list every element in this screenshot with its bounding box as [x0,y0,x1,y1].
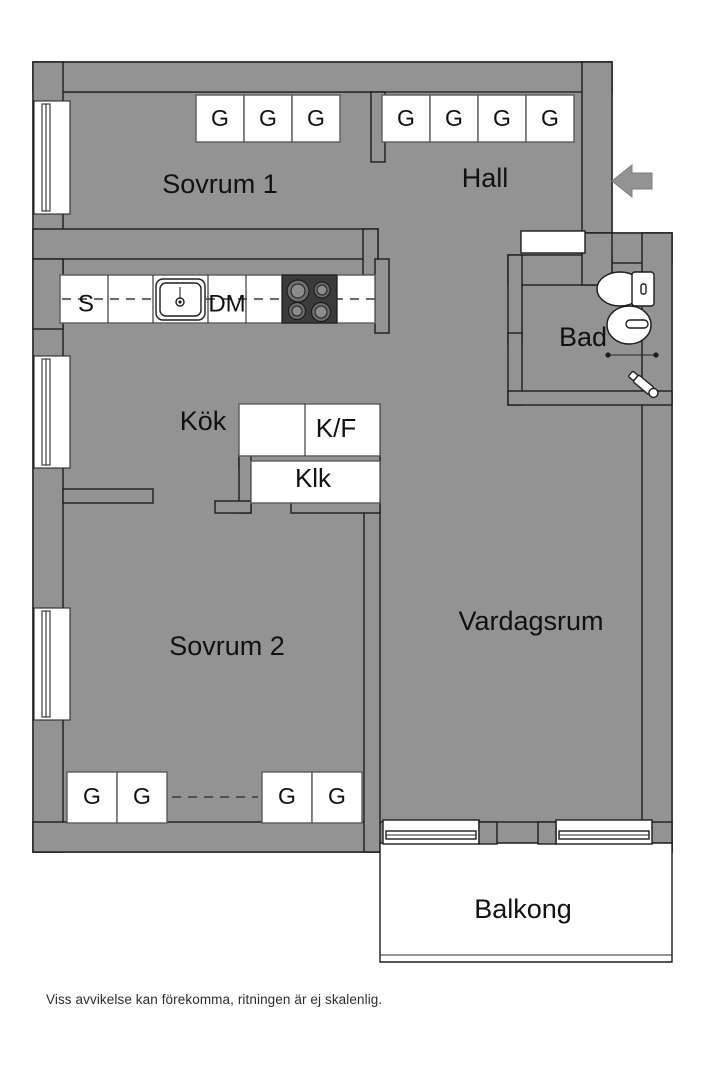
wall-top [32,61,613,93]
closet-g [311,771,363,824]
closet-g [195,94,245,143]
bathroom-group: Bad [520,230,659,399]
wall-bath-bottom [507,390,673,406]
wall-kitchen-right [374,258,390,334]
closets-sovrum1: G G G [195,94,341,143]
balcony-pier-right [537,821,557,845]
toilet-icon [596,271,655,307]
kitchen-counter-run: S DM [59,274,376,324]
wall-sovrum1-bottom [32,228,379,260]
closet-g [116,771,168,824]
closet-label: G [133,783,151,809]
room-label-sovrum2: Sovrum 2 [169,631,285,661]
room-labels: Sovrum 1 Hall Kök Sovrum 2 Vardagsrum [162,163,603,661]
closet-label: G [211,105,229,131]
room-label-hall: Hall [462,163,509,193]
closet-label: G [328,783,346,809]
closet-label: G [83,783,101,809]
disclaimer-caption: Viss avvikelse kan förekomma, ritningen … [46,992,383,1007]
shower-head-icon [628,370,659,399]
closets-sovrum2: G G G G [66,771,363,824]
closet-label: G [397,105,415,131]
room-label-sovrum1: Sovrum 1 [162,169,278,199]
sink-unit-label: S [78,290,94,317]
window-sovrum2 [33,607,71,721]
bath-door-box [520,230,586,254]
wall-right-upper [581,61,613,234]
window-sovrum1 [33,100,71,215]
wall-sovrum2-top-stub [62,488,154,504]
kf-box [238,403,381,457]
wall-bath-left-upper [507,254,523,346]
closet-label: G [259,105,277,131]
closet-label: G [445,105,463,131]
balcony-pier-left [478,821,498,845]
closet-g [525,94,575,143]
closets-hall: G G G G [381,94,575,143]
kf-klk-group: K/F Klk [238,403,381,504]
washbasin-icon [606,305,652,345]
klk-box [250,460,381,504]
room-label-kok: Kök [180,406,227,436]
closet-label: G [278,783,296,809]
closet-g [381,94,431,143]
balcony-group: Balkong [379,819,673,963]
window-kitchen [33,355,71,469]
closet-label: G [541,105,559,131]
closet-g [291,94,341,143]
balcony-door-left [382,819,480,845]
closet-g [429,94,479,143]
dishwasher-label: DM [208,290,245,317]
closet-g [243,94,293,143]
closet-g [66,771,118,824]
wall-bottom-left [32,821,381,853]
closet-label: G [493,105,511,131]
wall-kitchen-left [32,258,64,330]
towel-rail-icon [605,352,659,358]
wall-klk-left-foot [214,500,252,514]
sink-icon [155,278,206,321]
stove-icon [281,274,338,324]
room-label-klk: Klk [295,463,332,493]
entrance-arrow-icon [611,163,653,199]
wall-structure [32,61,673,853]
room-label-balkong: Balkong [474,894,572,924]
room-label-bad: Bad [559,322,607,352]
windows-left-wall [33,100,71,721]
balcony-door-right [555,819,653,845]
room-label-vardagsrum: Vardagsrum [458,606,603,636]
closet-label: G [307,105,325,131]
room-label-kf: K/F [316,413,356,443]
